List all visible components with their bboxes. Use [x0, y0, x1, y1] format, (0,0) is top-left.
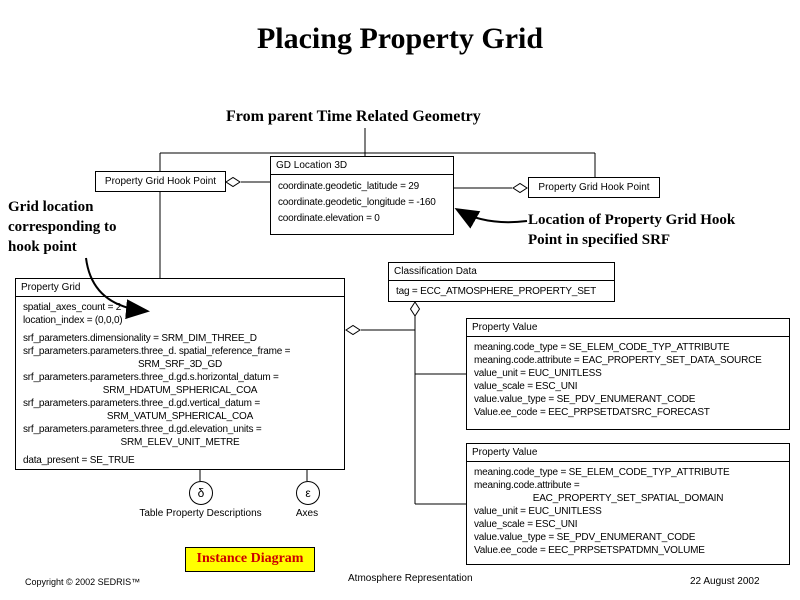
box-fields: tag = ECC_ATMOSPHERE_PROPERTY_SET — [389, 281, 614, 302]
field: Value.ee_code = EEC_PRPSETSPATDMN_VOLUME — [474, 545, 705, 556]
box-property-grid: Property Grid spatial_axes_count = 2 loc… — [15, 278, 345, 470]
field-continuation: EAC_PROPERTY_SET_SPATIAL_DOMAIN — [532, 493, 724, 504]
box-fields: meaning.code_type = SE_ELEM_CODE_TYP_ATT… — [467, 337, 789, 423]
field: meaning.code_type = SE_ELEM_CODE_TYP_ATT… — [474, 467, 730, 478]
delta-component-circle: δ — [189, 481, 213, 505]
box-fields: spatial_axes_count = 2 location_index = … — [16, 297, 344, 471]
footer-date-text: 22 August 2002 — [690, 576, 760, 587]
epsilon-component-circle: ε — [296, 481, 320, 505]
field: value_scale = ESC_UNI — [474, 381, 578, 392]
box-title: Property Grid — [16, 279, 344, 297]
axes-label: Axes — [295, 508, 319, 519]
field: value_scale = ESC_UNI — [474, 519, 578, 530]
field: meaning.code.attribute = EAC_PROPERTY_SE… — [474, 355, 762, 366]
hook-location-arrow-icon — [454, 208, 528, 229]
box-property-value-2: Property Value meaning.code_type = SE_EL… — [466, 443, 790, 565]
box-classification-data: Classification Data tag = ECC_ATMOSPHERE… — [388, 262, 615, 302]
field: meaning.code_type = SE_ELEM_CODE_TYP_ATT… — [474, 342, 730, 353]
box-fields: meaning.code_type = SE_ELEM_CODE_TYP_ATT… — [467, 462, 789, 561]
box-property-grid-hook-point-right: Property Grid Hook Point — [528, 177, 660, 198]
field: srf_parameters.parameters.three_d.gd.s.h… — [23, 372, 279, 383]
annotation-grid-location: Grid location corresponding to hook poin… — [8, 199, 117, 255]
field: meaning.code.attribute = — [474, 480, 580, 491]
field: coordinate.elevation = 0 — [278, 213, 380, 224]
field: coordinate.geodetic_latitude = 29 — [278, 181, 420, 192]
box-title: Property Value — [467, 444, 789, 462]
field: coordinate.geodetic_longitude = -160 — [278, 197, 436, 208]
field: spatial_axes_count = 2 — [23, 302, 122, 313]
field-continuation: SRM_HDATUM_SPHERICAL_COA — [102, 385, 258, 396]
field: srf_parameters.dimensionality = SRM_DIM_… — [23, 333, 257, 344]
box-gd-location-3d: GD Location 3D coordinate.geodetic_latit… — [270, 156, 454, 235]
box-title: GD Location 3D — [271, 157, 453, 175]
aggregation-diamond-icon — [512, 182, 528, 194]
annotation-hook-point-srf: Location of Property Grid Hook Point in … — [528, 212, 736, 248]
field: srf_parameters.parameters.three_d.gd.ele… — [23, 424, 262, 435]
table-property-descriptions-label: Table Property Descriptions — [139, 508, 262, 519]
box-fields: coordinate.geodetic_latitude = 29 coordi… — [271, 175, 453, 231]
field: srf_parameters.parameters.three_d.gd.ver… — [23, 398, 261, 409]
box-title: Property Grid Hook Point — [104, 176, 217, 187]
field: value_unit = EUC_UNITLESS — [474, 368, 602, 379]
field: srf_parameters.parameters.three_d. spati… — [23, 346, 291, 357]
box-property-value-1: Property Value meaning.code_type = SE_EL… — [466, 318, 790, 430]
field: value.value_type = SE_PDV_ENUMERANT_CODE — [474, 394, 696, 405]
box-title: Property Value — [467, 319, 789, 337]
box-title: Classification Data — [389, 263, 614, 281]
field-continuation: SRM_ELEV_UNIT_METRE — [120, 437, 240, 448]
copyright-text: Copyright © 2002 SEDRIS™ — [25, 577, 141, 587]
footer-subject-text: Atmosphere Representation — [348, 573, 473, 584]
field-continuation: SRM_VATUM_SPHERICAL_COA — [106, 411, 254, 422]
box-title: Property Grid Hook Point — [538, 182, 650, 193]
field-continuation: SRM_SRF_3D_GD — [137, 359, 223, 370]
field: value_unit = EUC_UNITLESS — [474, 506, 602, 517]
aggregation-diamond-icon — [225, 176, 241, 188]
box-property-grid-hook-point-left: Property Grid Hook Point — [95, 171, 226, 192]
aggregation-diamond-icon — [345, 324, 361, 336]
instance-diagram-badge: Instance Diagram — [185, 547, 315, 572]
parent-geometry-label: From parent Time Related Geometry — [226, 108, 481, 125]
aggregation-diamond-icon — [409, 301, 421, 317]
field: value.value_type = SE_PDV_ENUMERANT_CODE — [474, 532, 696, 543]
field: tag = ECC_ATMOSPHERE_PROPERTY_SET — [396, 286, 597, 297]
page-title: Placing Property Grid — [256, 22, 544, 55]
field: data_present = SE_TRUE — [23, 455, 135, 466]
field: Value.ee_code = EEC_PRPSETDATSRC_FORECAS… — [474, 407, 710, 418]
field: location_index = (0,0,0) — [23, 315, 123, 326]
